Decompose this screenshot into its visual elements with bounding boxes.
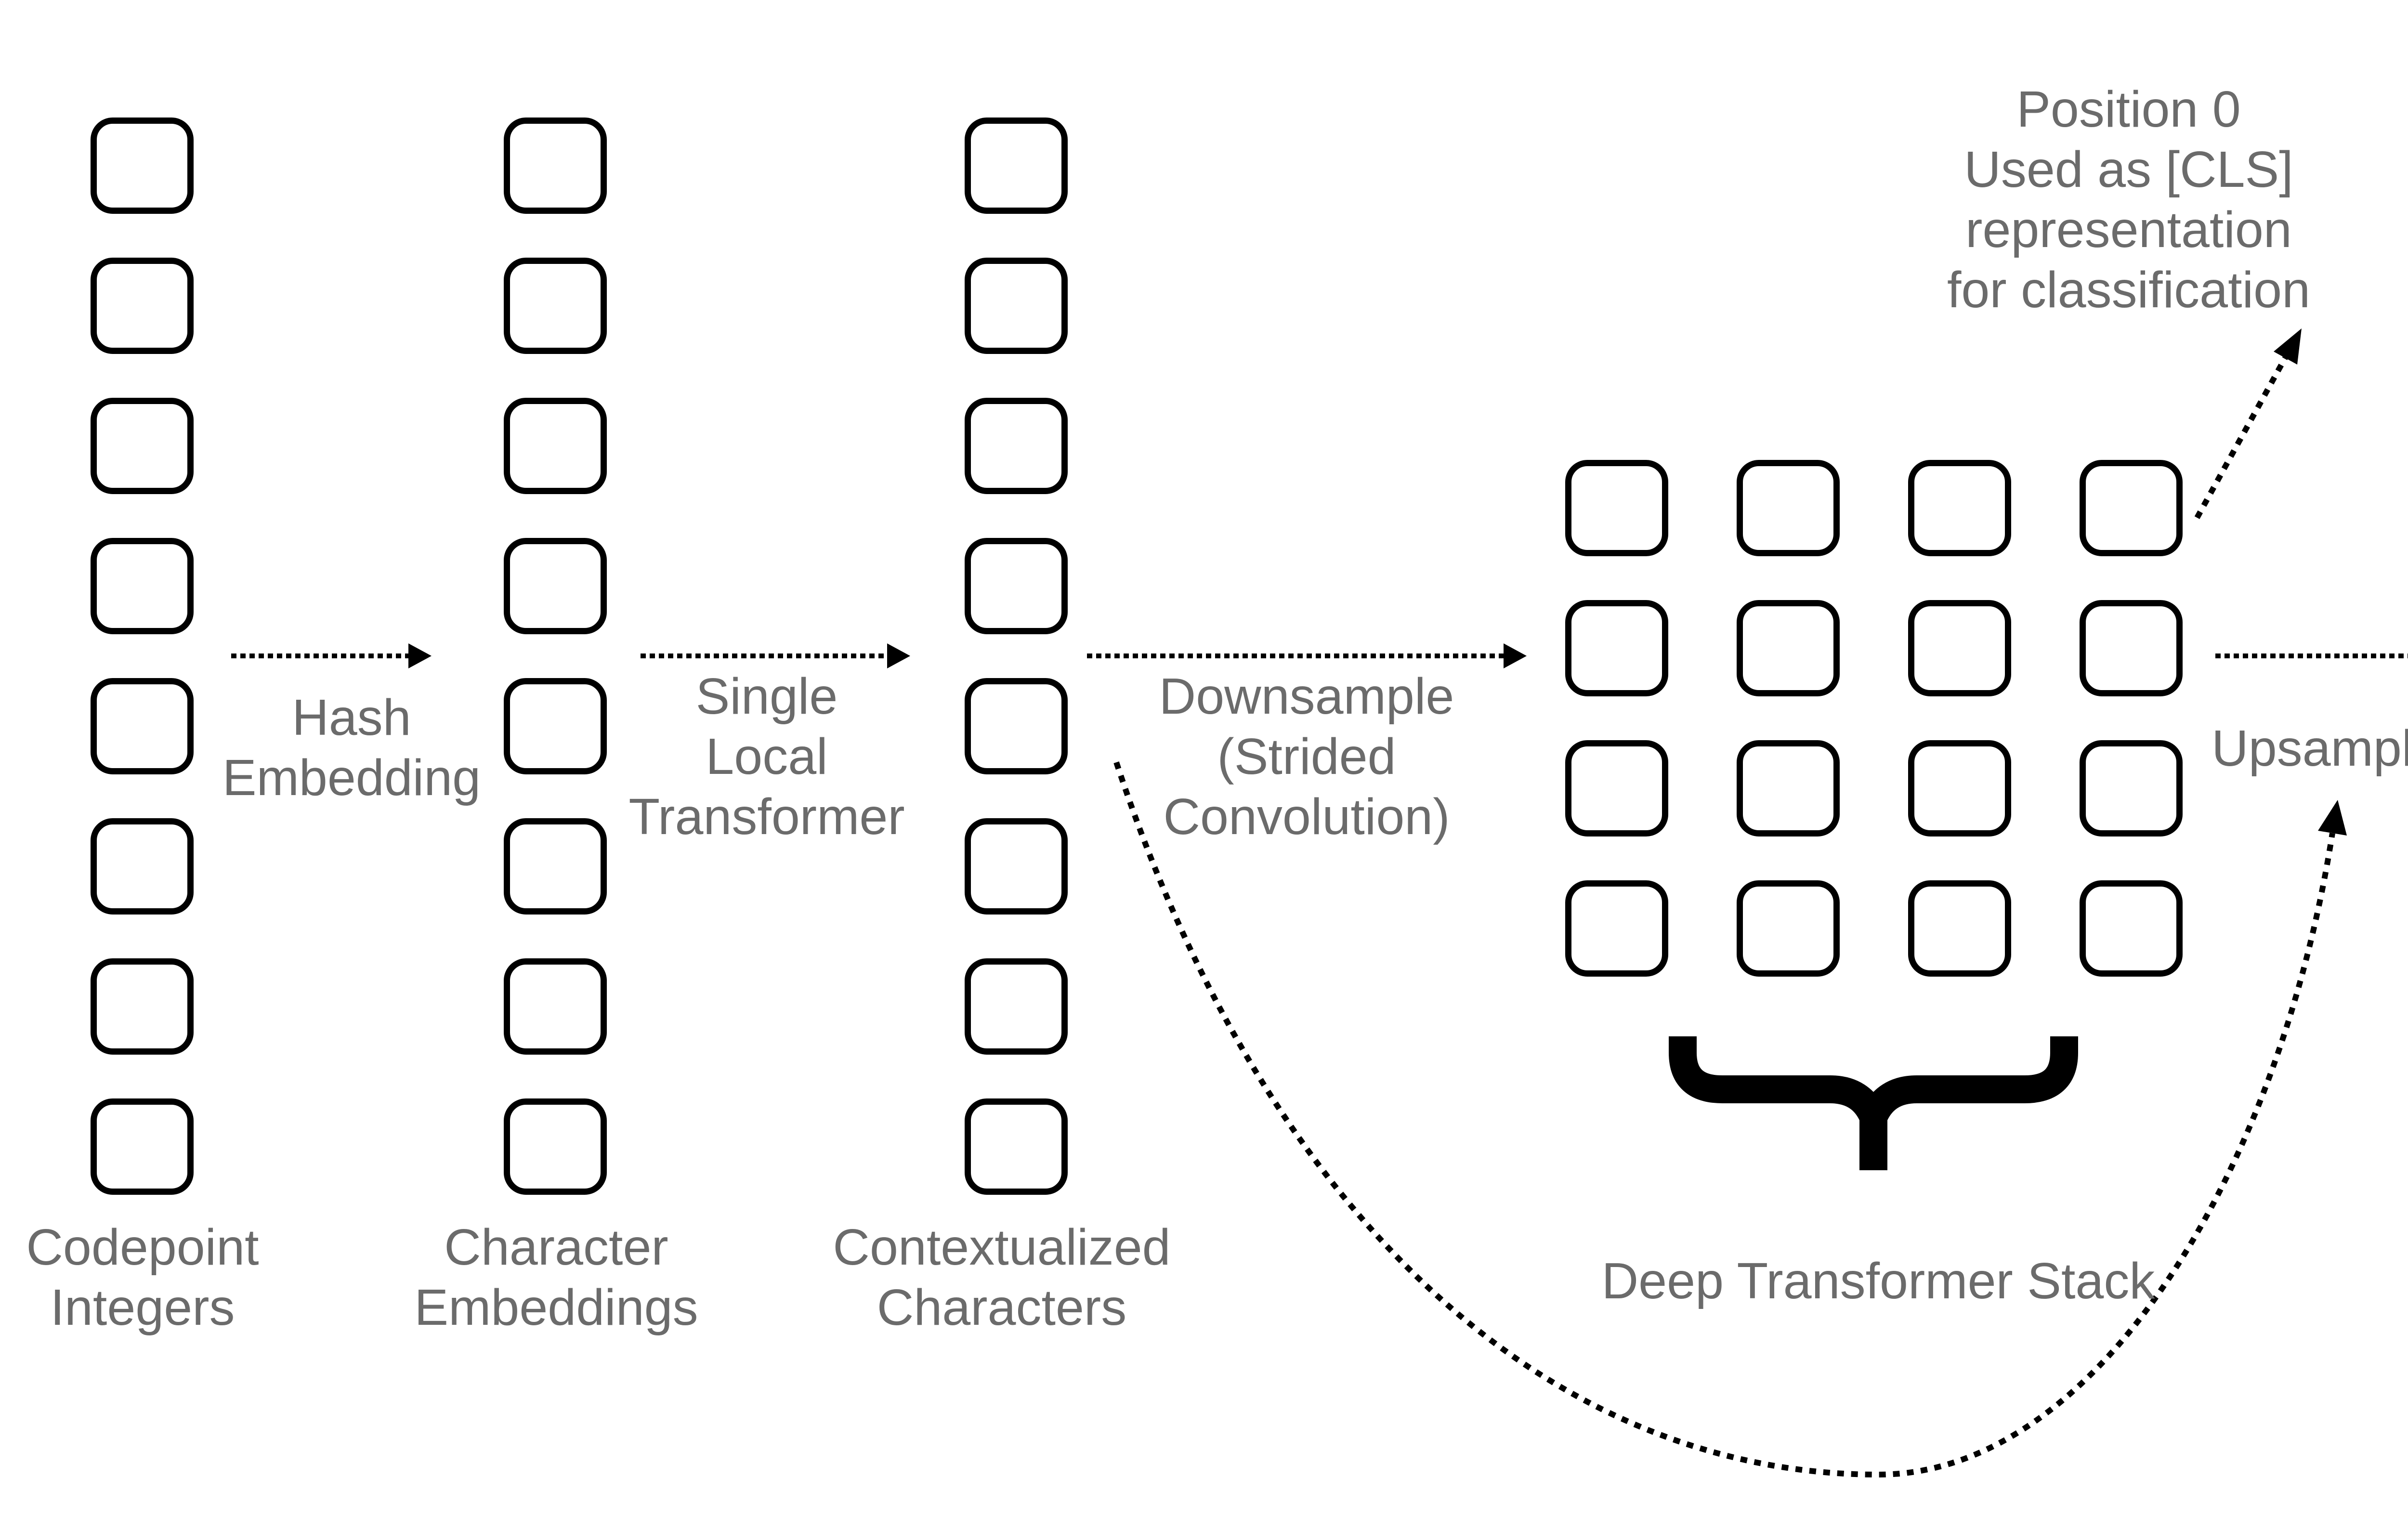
cls-annotation-arrow-icon	[2194, 328, 2302, 519]
token-square	[965, 818, 1068, 915]
cls-annotation-label: Position 0 Used as [CLS] representation …	[1947, 81, 2311, 318]
deep-transformer-grid	[1565, 460, 2183, 977]
token-square	[965, 678, 1068, 774]
column-contextualized-characters	[965, 118, 1068, 1195]
single-local-transformer-label: Single Local Transformer	[628, 668, 905, 845]
upsampling-label: Upsampling	[2212, 720, 2408, 777]
token-square	[2080, 880, 2183, 977]
token-square	[2080, 740, 2183, 836]
token-square	[1565, 880, 1668, 977]
token-square	[1565, 600, 1668, 696]
token-square	[504, 818, 607, 915]
token-square	[91, 1098, 194, 1195]
token-square	[965, 118, 1068, 214]
token-square	[1737, 880, 1840, 977]
token-square	[1737, 600, 1840, 696]
token-square	[1737, 740, 1840, 836]
character-embeddings-label: Character Embeddings	[414, 1219, 698, 1336]
token-square	[91, 818, 194, 915]
token-square	[965, 958, 1068, 1055]
token-square	[504, 398, 607, 494]
downsample-label: Downsample (Strided Convolution)	[1159, 668, 1454, 845]
token-square	[504, 958, 607, 1055]
token-square	[1565, 460, 1668, 556]
token-square	[504, 538, 607, 634]
token-square	[965, 398, 1068, 494]
deep-transformer-stack-label: Deep Transformer Stack	[1601, 1253, 2155, 1309]
hash-embedding-arrow-icon	[231, 643, 432, 668]
token-square	[504, 678, 607, 774]
downsample-arrow-icon	[1087, 643, 1527, 668]
token-square	[1908, 600, 2011, 696]
token-square	[1908, 880, 2011, 977]
token-square	[965, 258, 1068, 354]
token-square	[91, 958, 194, 1055]
upsampling-arrow-icon	[2215, 653, 2408, 658]
single-local-transformer-arrow-icon	[641, 643, 910, 668]
token-square	[965, 1098, 1068, 1195]
token-square	[2080, 460, 2183, 556]
token-square	[1908, 460, 2011, 556]
token-square	[504, 1098, 607, 1195]
token-square	[1565, 740, 1668, 836]
column-character-embeddings	[504, 118, 607, 1195]
brace-icon	[1669, 1036, 2078, 1170]
column-codepoint-integers	[91, 118, 194, 1195]
codepoint-integers-label: Codepoint Integers	[26, 1219, 259, 1336]
token-square	[504, 258, 607, 354]
hash-embedding-label: Hash Embedding	[222, 689, 481, 806]
token-square	[91, 118, 194, 214]
token-square	[504, 118, 607, 214]
token-square	[91, 398, 194, 494]
token-square	[91, 258, 194, 354]
token-square	[2080, 600, 2183, 696]
token-square	[91, 538, 194, 634]
token-square	[1908, 740, 2011, 836]
token-square	[91, 678, 194, 774]
token-square	[1737, 460, 1840, 556]
contextualized-characters-label: Contextualized Characters	[833, 1219, 1171, 1336]
token-square	[965, 538, 1068, 634]
